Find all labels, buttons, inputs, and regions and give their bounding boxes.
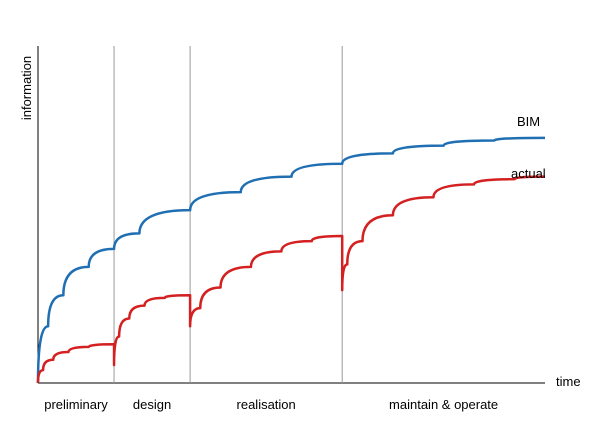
phase-label: design xyxy=(133,397,171,412)
series-label-bim: BIM xyxy=(517,114,540,129)
phase-label: preliminary xyxy=(44,397,108,412)
x-axis-label: time xyxy=(556,374,581,389)
series-lines xyxy=(36,136,546,384)
phase-label: realisation xyxy=(237,397,296,412)
phase-label: maintain & operate xyxy=(389,397,498,412)
phase-boundaries xyxy=(113,46,343,383)
series-line-actual xyxy=(36,175,546,384)
series-line-bim xyxy=(36,136,546,384)
series-label-actual: actual xyxy=(511,166,546,181)
y-axis-label: information xyxy=(19,56,34,120)
phase-labels: preliminary design realisation maintain & o… xyxy=(44,397,498,412)
